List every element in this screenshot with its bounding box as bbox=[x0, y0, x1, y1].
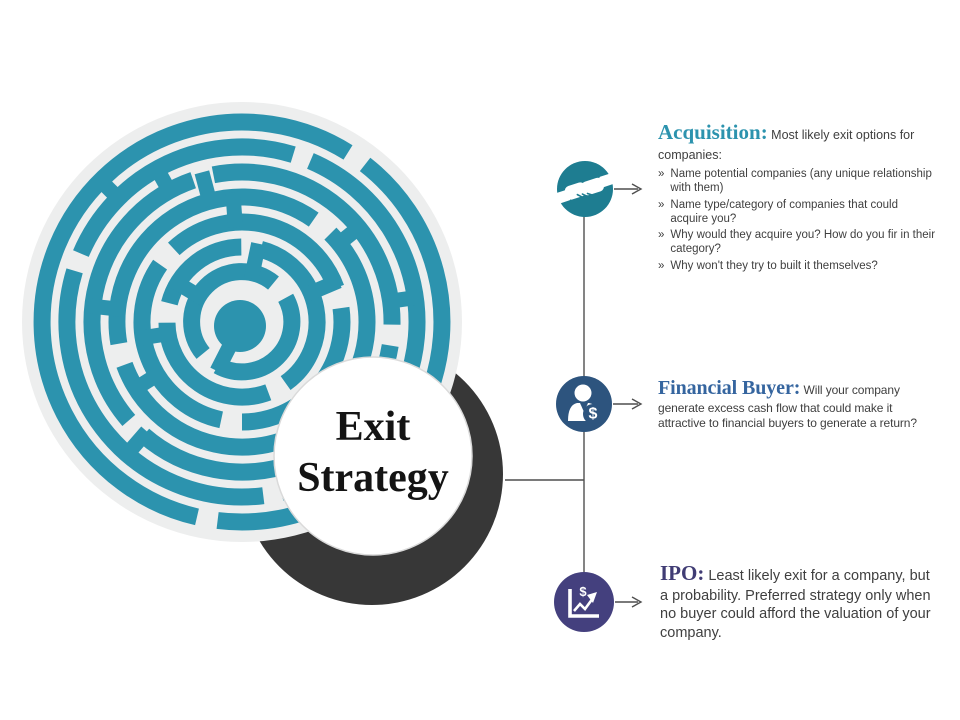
exit-strategy-label: Exit Strategy bbox=[297, 404, 449, 502]
section-title: Acquisition: bbox=[658, 120, 768, 144]
section-intro: Most likely exit options for companies: bbox=[658, 128, 915, 162]
section-financial-buyer: Financial Buyer: Will your company gener… bbox=[658, 376, 922, 431]
bullet-marker: » bbox=[658, 168, 665, 181]
section-ipo: IPO: Least likely exit for a company, bu… bbox=[660, 560, 940, 643]
bullet-text: Why would they acquire you? How do you f… bbox=[670, 229, 936, 256]
bullet-text: Name potential companies (any unique rel… bbox=[670, 168, 932, 195]
businessman-dollar-icon: $ bbox=[556, 376, 612, 432]
handshake-icon bbox=[556, 161, 614, 217]
bullet-item: » Why won't they try to built it themselv… bbox=[658, 260, 936, 274]
bullet-item: » Why would they acquire you? How do you … bbox=[658, 229, 936, 257]
acquisition-bullet-list: » Name potential companies (any unique re… bbox=[658, 168, 936, 274]
exit-strategy-badge bbox=[273, 356, 473, 556]
growth-chart-icon: $ bbox=[554, 572, 614, 632]
bullet-text: Name type/category of companies that cou… bbox=[670, 198, 898, 225]
bullet-item: » Name potential companies (any unique re… bbox=[658, 168, 936, 196]
bullet-marker: » bbox=[658, 229, 665, 242]
dollar-glyph: $ bbox=[589, 406, 598, 423]
bullet-marker: » bbox=[658, 260, 665, 272]
maze-center-dot bbox=[214, 300, 266, 352]
bullet-text: Why won't they try to built it themselve… bbox=[670, 260, 878, 272]
section-title: Financial Buyer: bbox=[658, 377, 801, 399]
bullet-marker: » bbox=[658, 198, 665, 211]
dollar-glyph: $ bbox=[579, 584, 587, 599]
section-intro: Least likely exit for a company, but a p… bbox=[660, 568, 931, 641]
bullet-item: » Name type/category of companies that co… bbox=[658, 199, 936, 227]
section-intro: Will your company generate excess cash f… bbox=[658, 383, 917, 430]
section-acquisition: Acquisition: Most likely exit options fo… bbox=[658, 119, 936, 277]
arrow-right-icon bbox=[613, 183, 643, 608]
section-title: IPO: bbox=[660, 561, 705, 585]
